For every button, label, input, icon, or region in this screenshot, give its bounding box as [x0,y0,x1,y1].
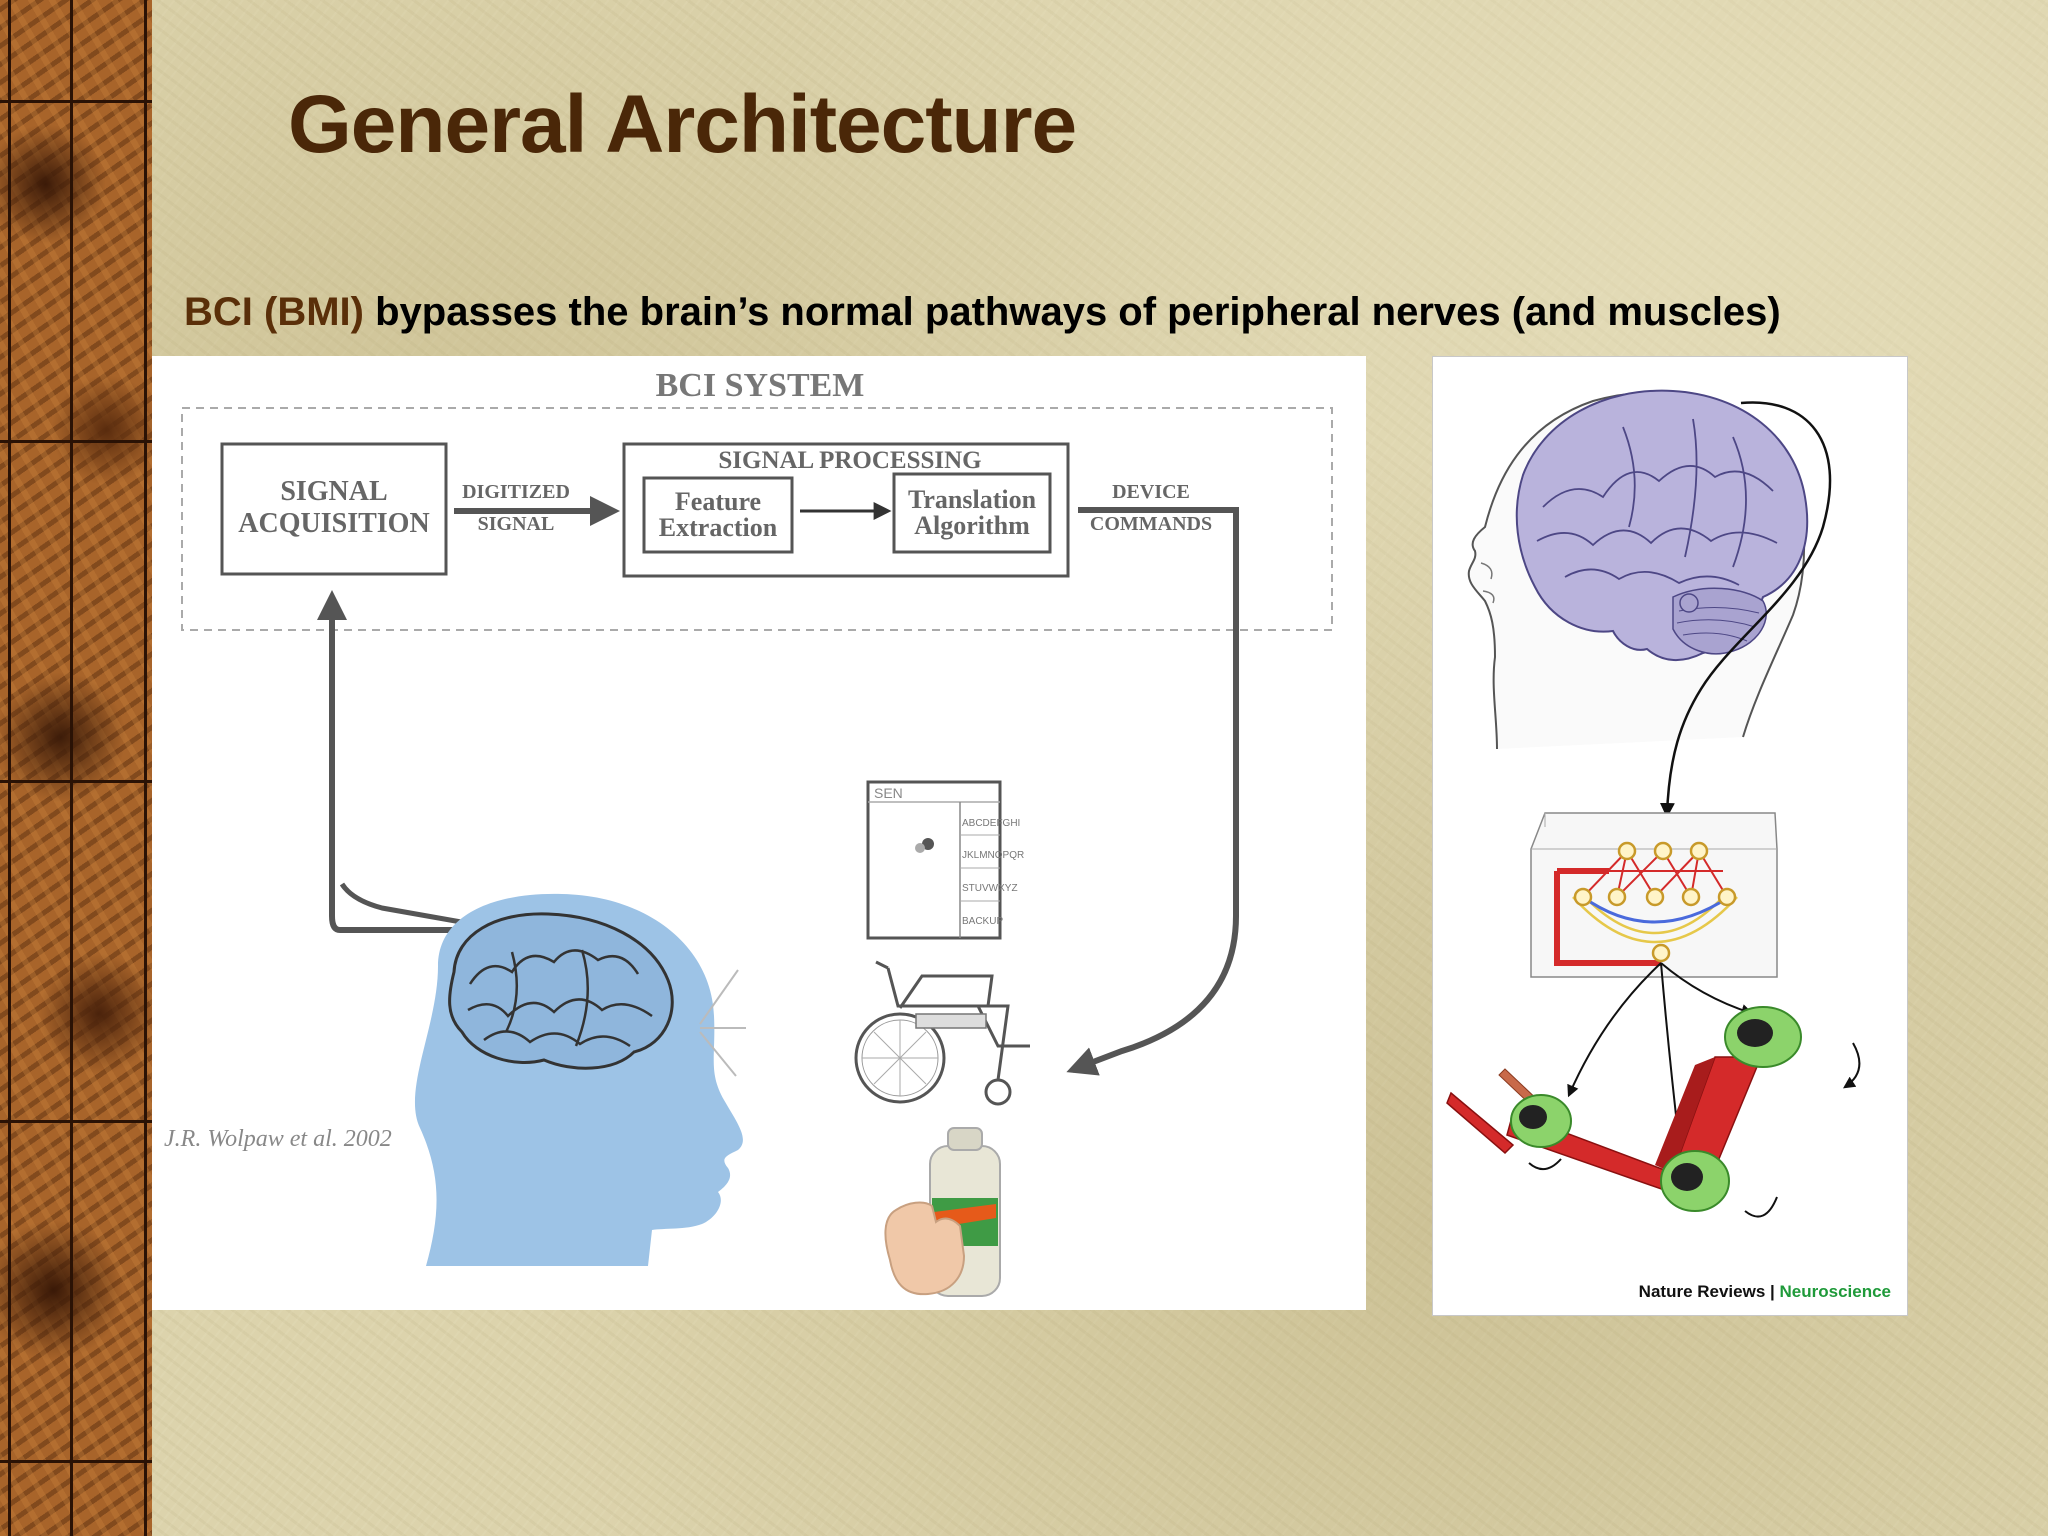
digitized-label-line1: DIGITIZED [462,481,570,503]
subtitle-text: bypasses the brain’s normal pathways of … [363,290,1781,334]
credit-separator: | [1765,1282,1779,1301]
wheelchair-icon [854,960,1030,1106]
bci-system-label: BCI SYSTEM [656,367,865,404]
electrode-cable [339,882,533,937]
eye-rays [699,969,746,1077]
translation-algorithm-line1: Translation [908,485,1037,514]
neural-control-figure: Nature Reviews | Neuroscience [1432,356,1908,1316]
electrode-to-acquisition-arrow [317,590,530,933]
slide-title: General Architecture [288,79,1077,170]
signal-acquisition-line2: ACQUISITION [238,508,429,539]
neural-network-icon [1554,841,1738,966]
speller-row: JKLMNOPQR [962,850,1024,861]
speller-row: STUVWXYZ [962,883,1018,894]
bci-system-diagram: BCI SYSTEM SIGNAL ACQUISITION DIGITIZED … [164,367,1333,1297]
credit-line: Nature Reviews | Neuroscience [1639,1282,1891,1301]
speller-cursor [922,838,934,850]
hand-with-bottle-icon [884,1127,1001,1297]
decoder-to-joint-arrow [1567,962,1662,1098]
speller-screen [866,780,1002,940]
brain-outline [448,912,674,1070]
bci-system-boundary [181,407,1333,631]
signal-acquisition-box [220,442,448,576]
citation: J.R. Wolpaw et al. 2002 [164,1126,392,1152]
credit-journal: Nature Reviews [1639,1282,1766,1301]
neural-control-diagram: Nature Reviews | Neuroscience [1446,389,1891,1301]
slide-subtitle: BCI (BMI) bypasses the brain’s normal pa… [184,290,1781,335]
device-commands-line2: COMMANDS [1090,513,1212,535]
signal-processing-label: SIGNAL PROCESSING [718,447,981,474]
robotic-arm-icon [1446,1006,1861,1218]
credit-section: Neuroscience [1780,1282,1892,1301]
decoder-to-joint-arrow [1660,962,1754,1016]
device-commands-arrow [1066,507,1239,1076]
brain-to-decoder-arrow [1659,401,1832,818]
bci-system-figure: BCI SYSTEM SIGNAL ACQUISITION DIGITIZED … [152,356,1366,1310]
decorative-side-strip [0,0,152,1536]
translation-algorithm-line2: Algorithm [914,511,1030,540]
feature-extraction-line1: Feature [675,487,761,516]
feature-extraction-line2: Extraction [659,513,778,542]
subtitle-accent: BCI (BMI) [184,290,364,334]
signal-processing-box [622,442,1070,578]
device-commands-line1: DEVICE [1112,481,1190,503]
brain-folds [467,949,653,1048]
digitized-label-line2: SIGNAL [478,513,555,535]
feature-extraction-box [642,476,794,554]
signal-acquisition-line1: SIGNAL [280,476,387,507]
speller-row: BACKUP [962,916,1003,927]
translation-algorithm-box [892,472,1052,554]
speller-row: ABCDEFGHI [962,818,1020,829]
speller-header: SEN [874,785,903,801]
brain-gyri [1536,418,1778,586]
